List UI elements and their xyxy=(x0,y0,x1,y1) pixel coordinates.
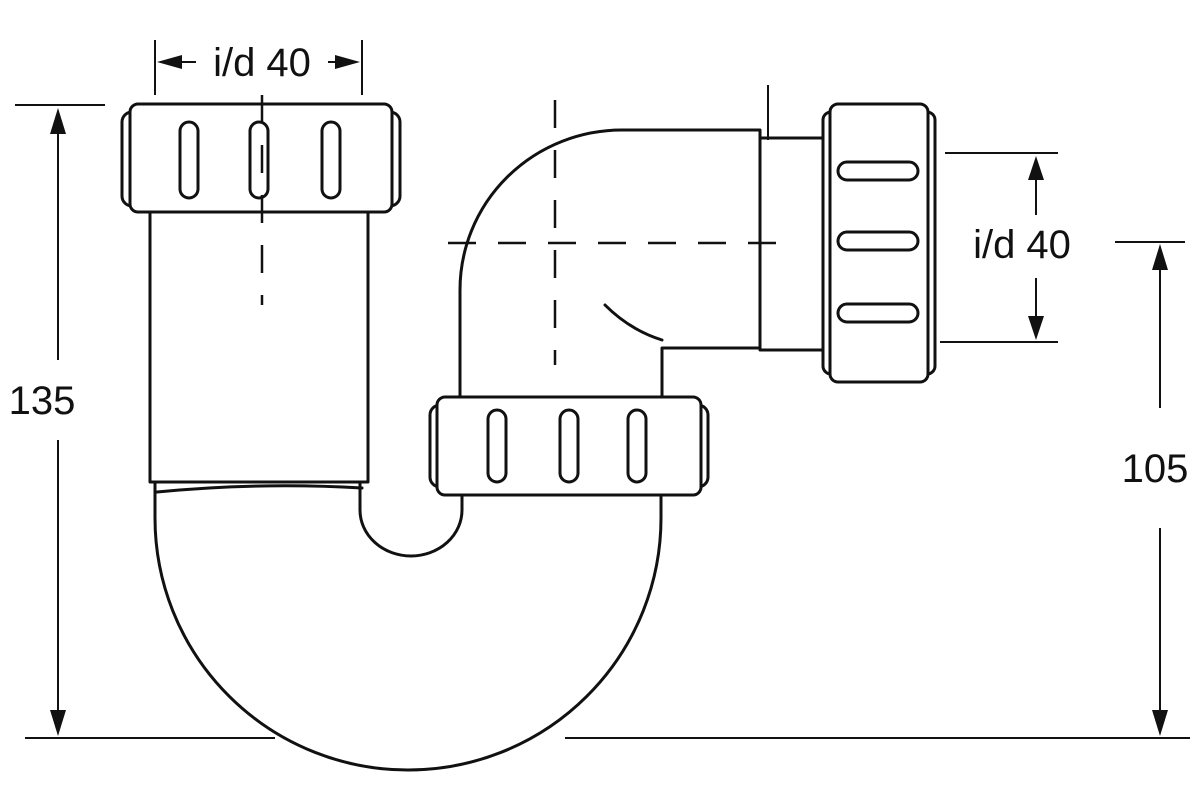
outlet-diameter-label: i/d 40 xyxy=(973,223,1071,267)
grip-slot xyxy=(486,408,508,484)
grip-slot xyxy=(178,120,200,200)
inlet-pipe xyxy=(148,210,370,484)
trap-body xyxy=(148,128,832,772)
outlet-elbow xyxy=(458,128,762,407)
grip-slot xyxy=(836,160,920,182)
overall-height-label: 135 xyxy=(9,379,76,423)
arrow-down-icon xyxy=(1028,316,1044,340)
arrow-up-icon xyxy=(50,108,66,134)
arrow-up-icon xyxy=(1028,156,1044,180)
grip-slot xyxy=(836,302,920,324)
height-dimension-left: 135 xyxy=(9,104,275,739)
arrow-down-icon xyxy=(50,710,66,736)
arrow-right-icon xyxy=(335,55,360,69)
grip-slot xyxy=(626,408,648,484)
outlet-diameter-dimension: i/d 40 xyxy=(940,152,1071,343)
u-bend xyxy=(153,473,663,772)
outlet-height-label: 105 xyxy=(1122,447,1189,491)
grip-slot xyxy=(320,120,342,200)
grip-slot xyxy=(836,230,920,252)
grip-slot xyxy=(558,408,580,484)
grip-slot xyxy=(248,120,270,200)
outlet-compression-nut xyxy=(821,102,937,384)
height-dimension-right: 105 xyxy=(565,241,1190,739)
inlet-diameter-label: i/d 40 xyxy=(213,41,311,85)
centre-lines xyxy=(260,85,790,365)
u-bend-seam xyxy=(155,484,364,494)
elbow-inner-edge xyxy=(603,303,664,342)
arrow-left-icon xyxy=(157,55,182,69)
arrow-up-icon xyxy=(1152,244,1168,270)
inlet-diameter-dimension: i/d 40 xyxy=(154,40,363,95)
middle-compression-nut xyxy=(428,395,710,497)
arrow-down-icon xyxy=(1152,710,1168,736)
